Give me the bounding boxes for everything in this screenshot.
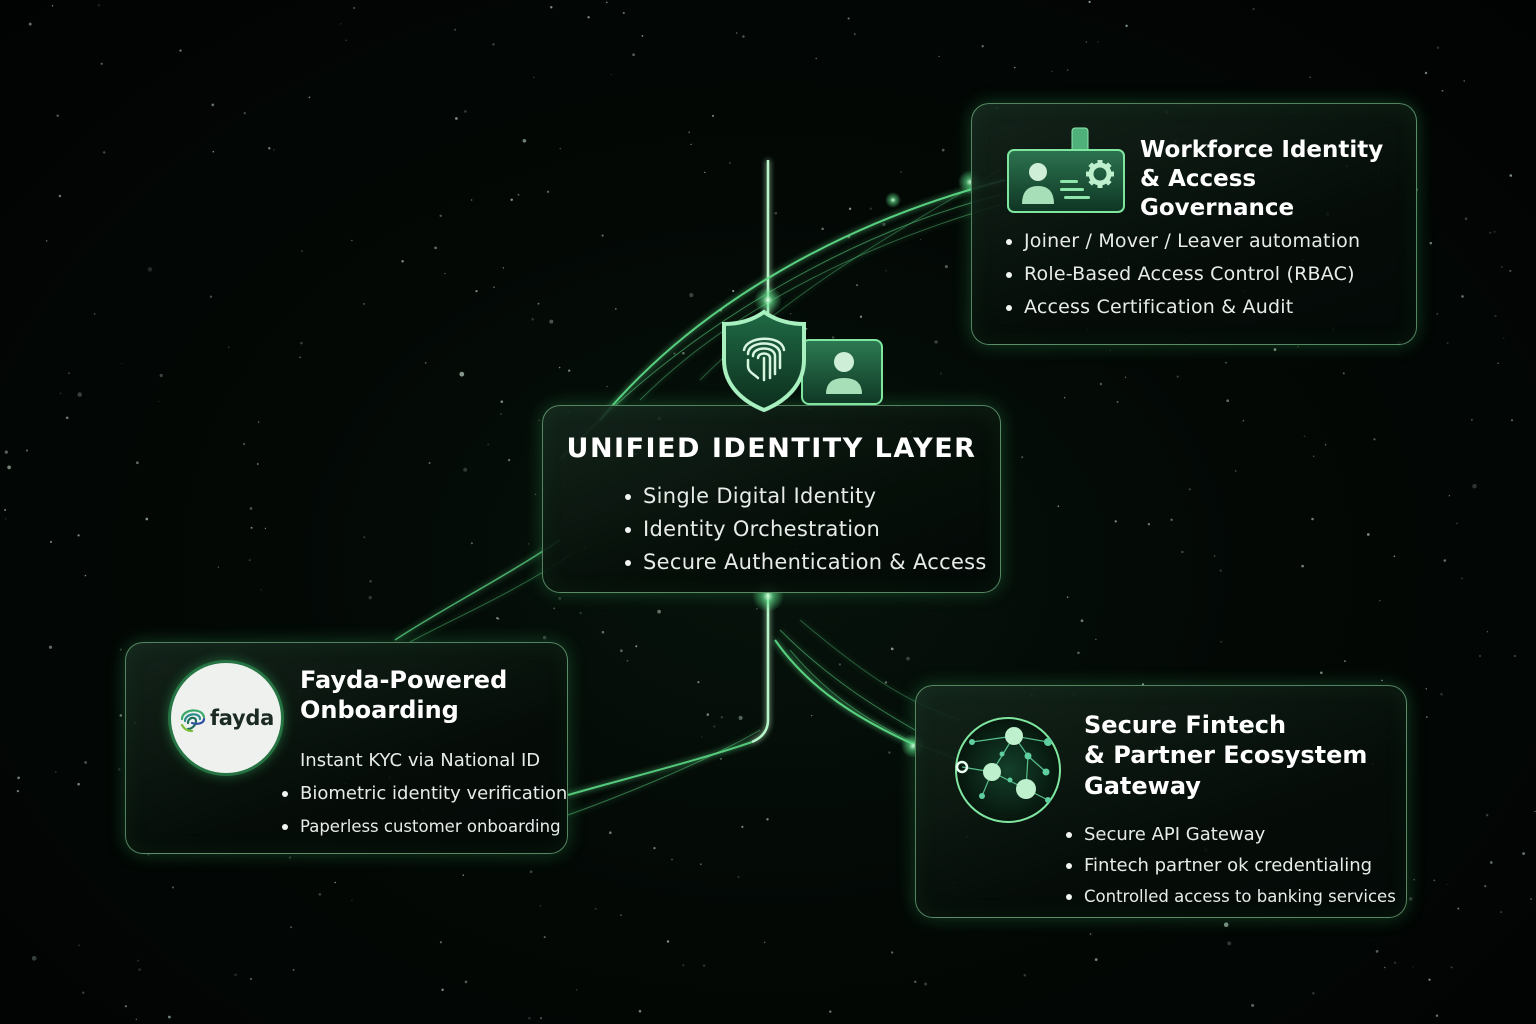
center-card-title: UNIFIED IDENTITY LAYER [566, 433, 977, 464]
list-item: Instant KYC via National ID [300, 750, 541, 771]
workforce-card-title: Workforce Identity & Access Governance [1140, 136, 1416, 224]
center-card-list: Single Digital Identity Identity Orchest… [621, 480, 987, 579]
fintech-gateway-card[interactable]: Secure Fintech & Partner Ecosystem Gatew… [915, 685, 1407, 918]
fayda-logo-text: fayda [209, 706, 275, 730]
fayda-card-title: Fayda-Powered Onboarding [300, 665, 507, 726]
network-globe-icon [955, 717, 1061, 823]
title-line: Workforce Identity [1140, 137, 1384, 163]
title-line: Secure Fintech [1084, 711, 1287, 739]
user-id-card-icon [801, 339, 883, 405]
title-line: & Access Governance [1140, 166, 1295, 222]
fayda-logo: fayda [171, 663, 281, 773]
list-item: Paperless customer onboarding [278, 810, 567, 843]
list-item: Joiner / Mover / Leaver automation [1002, 225, 1360, 258]
fingerprint-shield-icon [722, 309, 806, 413]
title-line: Gateway [1084, 771, 1201, 800]
list-item: Secure API Gateway [1062, 819, 1396, 850]
workforce-card-list: Joiner / Mover / Leaver automation Role-… [1002, 225, 1360, 324]
list-item: Single Digital Identity [621, 480, 987, 513]
list-item: Secure Authentication & Access [621, 546, 987, 579]
title-line: Onboarding [300, 696, 459, 725]
unified-identity-layer-card[interactable]: UNIFIED IDENTITY LAYER Single Digital Id… [542, 405, 1001, 593]
list-item: Controlled access to banking services [1062, 881, 1396, 912]
list-item: Role-Based Access Control (RBAC) [1002, 258, 1360, 291]
badge-gear-icon [1007, 127, 1125, 213]
list-item: Access Certification & Audit [1002, 291, 1360, 324]
fayda-fingerprint-icon [180, 709, 206, 733]
list-item: Fintech partner ok credentialing [1062, 850, 1396, 881]
fintech-card-list: Secure API Gateway Fintech partner ok cr… [1062, 819, 1396, 912]
list-item: Biometric identity verification [278, 777, 567, 810]
fintech-card-title: Secure Fintech & Partner Ecosystem Gatew… [1084, 710, 1367, 801]
list-item: Identity Orchestration [621, 513, 987, 546]
title-line: & Partner Ecosystem [1084, 741, 1368, 770]
title-line: Fayda-Powered [300, 666, 508, 694]
fayda-onboarding-card[interactable]: fayda Fayda-Powered Onboarding Instant K… [125, 642, 568, 854]
workforce-identity-card[interactable]: Workforce Identity & Access Governance J… [971, 103, 1417, 345]
fayda-card-list: Instant KYC via National ID Biometric id… [278, 744, 567, 843]
